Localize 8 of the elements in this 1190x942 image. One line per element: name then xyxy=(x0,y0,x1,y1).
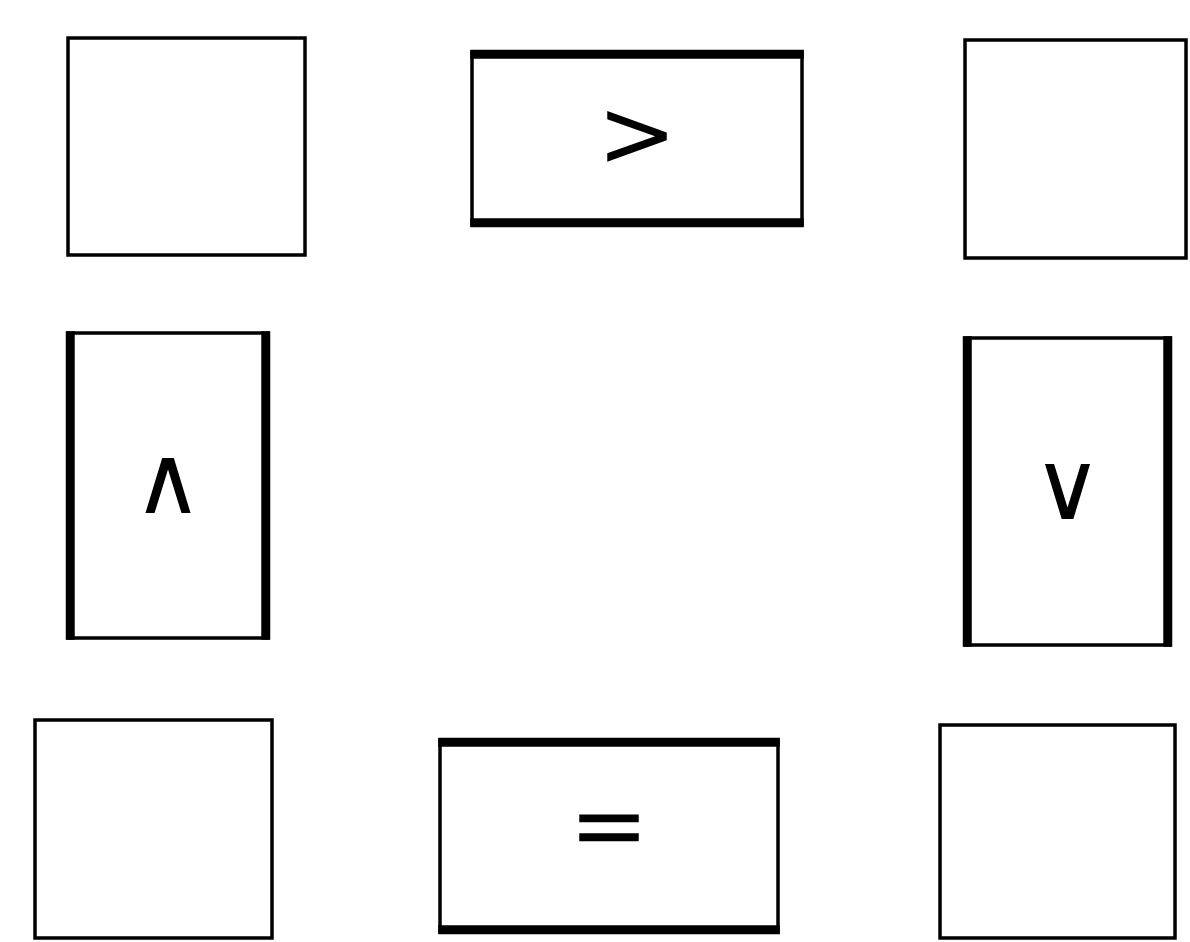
empty-box xyxy=(938,723,1177,940)
symbol-box: > xyxy=(470,49,804,228)
symbol-box: ∨ xyxy=(962,336,1173,647)
symbol-box: ∧ xyxy=(65,331,271,640)
empty-box xyxy=(66,36,307,257)
empty-box xyxy=(33,718,274,940)
empty-box xyxy=(963,38,1188,260)
symbol-box: = xyxy=(438,737,780,935)
